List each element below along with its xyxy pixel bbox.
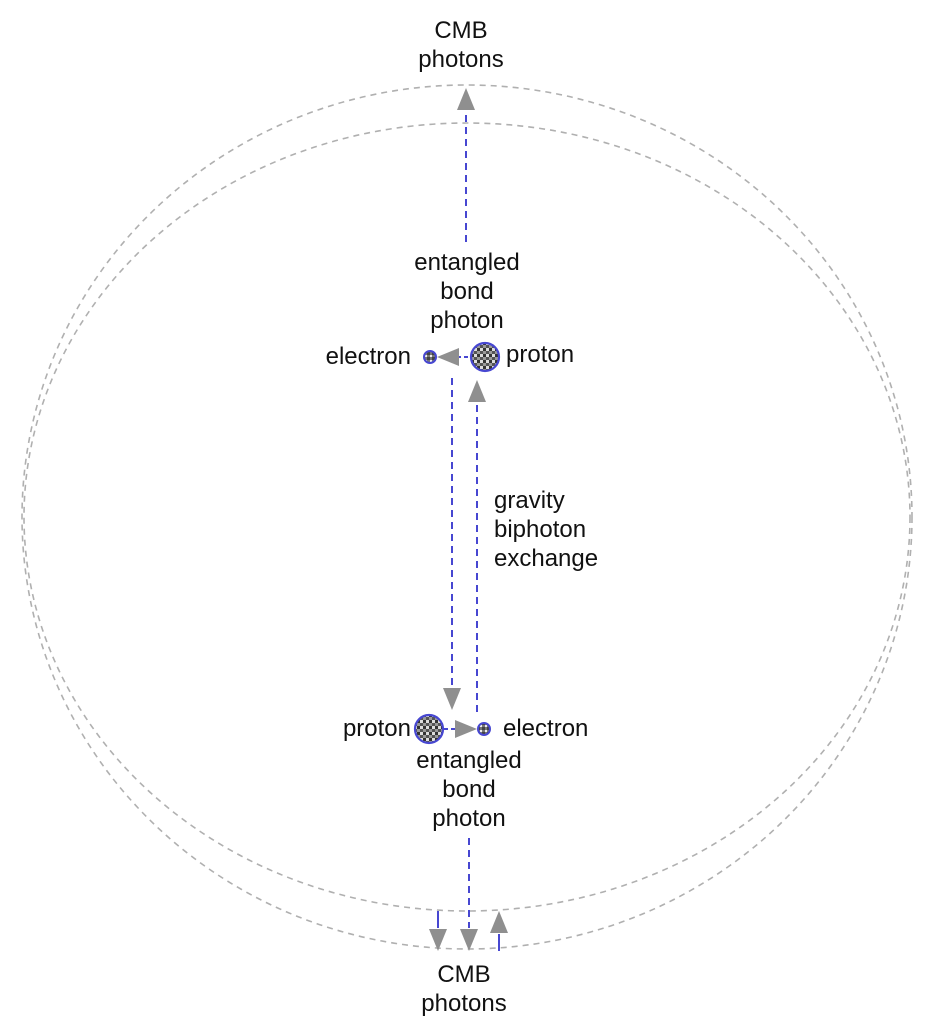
bond-bottom-line-2: bond (399, 775, 539, 804)
bond-top-line-2: bond (397, 277, 537, 306)
proton-bottom-label: proton (300, 714, 411, 743)
bond-top-line-3: photon (397, 306, 537, 335)
gravity-line-3: exchange (494, 544, 634, 573)
arrowhead-bottom-cmb-right (490, 911, 508, 933)
electron-node-top (424, 351, 436, 363)
cmb-photons-bottom-label: CMB photons (404, 960, 524, 1018)
cmb-top-line-1: CMB (401, 16, 521, 45)
cmb-top-line-2: photons (401, 45, 521, 74)
entangled-bond-photon-top-label: entangled bond photon (397, 248, 537, 335)
bond-bottom-line-3: photon (399, 804, 539, 833)
cmb-bottom-line-1: CMB (404, 960, 524, 989)
electron-top-label: electron (290, 342, 411, 371)
cmb-photons-top-label: CMB photons (401, 16, 521, 74)
gravity-line-1: gravity (494, 486, 634, 515)
arrowhead-bottom-cmb-left (429, 929, 447, 951)
bond-top-line-1: entangled (397, 248, 537, 277)
arrowhead-bottom-cmb-center (460, 929, 478, 951)
arrowhead-bottom-electron (455, 720, 477, 738)
proton-top-label: proton (506, 340, 606, 369)
electron-bottom-label: electron (503, 714, 623, 743)
gravity-biphoton-exchange-label: gravity biphoton exchange (494, 486, 634, 573)
entangled-bond-photon-bottom-label: entangled bond photon (399, 746, 539, 833)
arrowhead-down-proton (443, 688, 461, 710)
bond-bottom-line-1: entangled (399, 746, 539, 775)
arrowhead-top-electron (437, 348, 459, 366)
proton-node-top (471, 343, 499, 371)
arrowhead-up-proton (468, 380, 486, 402)
cmb-bottom-line-2: photons (404, 989, 524, 1018)
gravity-line-2: biphoton (494, 515, 634, 544)
electron-node-bottom (478, 723, 490, 735)
arrowhead-top-cmb (457, 88, 475, 110)
proton-node-bottom (415, 715, 443, 743)
